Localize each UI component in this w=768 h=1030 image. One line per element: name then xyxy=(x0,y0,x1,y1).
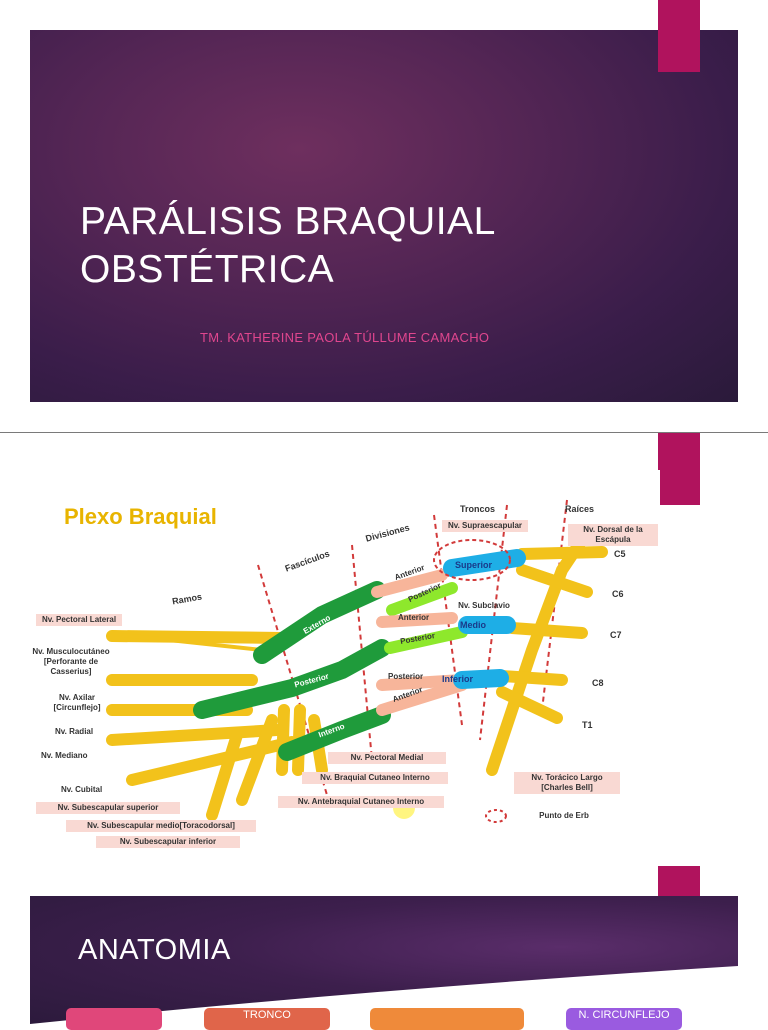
nerve-subescapular-inferior: Nv. Subescapular inferior xyxy=(96,836,240,848)
nerve-supraescapular: Nv. Supraescapular xyxy=(442,520,528,532)
trunk-medio: Medio xyxy=(460,620,486,630)
slide-title: ANATOMIA xyxy=(78,934,231,966)
root-c8: C8 xyxy=(592,678,604,688)
root-c6: C6 xyxy=(612,589,624,599)
smartart-box-3[interactable] xyxy=(370,1008,524,1030)
slide-wave xyxy=(30,966,738,1024)
nerve-antebraquial-cutaneo: Nv. Antebraquial Cutaneo Interno xyxy=(278,796,444,808)
slide-title: PARÁLISIS BRAQUIAL OBSTÉTRICA xyxy=(80,198,496,294)
nerve-pectoral-lateral: Nv. Pectoral Lateral xyxy=(36,614,122,626)
trunk-superior: Superior xyxy=(455,560,493,570)
nerve-braquial-cutaneo: Nv. Braquial Cutaneo Interno xyxy=(302,772,448,784)
plexus-diagram-slide: Plexo Braquial Troncos Raíces Divisiones… xyxy=(22,470,660,850)
division-posterior-3: Posterior xyxy=(388,672,424,681)
title-slide: PARÁLISIS BRAQUIAL OBSTÉTRICA TM. KATHER… xyxy=(30,30,738,402)
nerve-dorsal-escapula: Nv. Dorsal de la Escápula xyxy=(568,524,658,546)
diagram-title: Plexo Braquial xyxy=(64,504,217,529)
nerve-toracico-largo: Nv. Torácico Largo [Charles Bell] xyxy=(514,772,620,794)
root-c5: C5 xyxy=(614,549,626,559)
slide-author: TM. KATHERINE PAOLA TÚLLUME CAMACHO xyxy=(200,330,490,345)
nerve-cubital: Nv. Cubital xyxy=(61,785,103,794)
header-raices: Raíces xyxy=(565,504,595,514)
nerve-mediano: Nv. Mediano xyxy=(41,751,88,760)
accent-tab xyxy=(658,0,700,72)
slide-divider xyxy=(0,432,768,433)
nerve-subescapular-medio: Nv. Subescapular medio[Toracodorsal] xyxy=(66,820,256,832)
smartart-box-tronco[interactable]: TRONCO xyxy=(204,1008,330,1030)
nerve-axilar: Nv. Axilar [Circunflejo] xyxy=(53,693,101,712)
smartart-box-1[interactable] xyxy=(66,1008,162,1030)
erb-point-legend: Punto de Erb xyxy=(539,811,589,820)
trunk-inferior: Inferior xyxy=(442,674,474,684)
nerve-subclavio: Nv. Subclavio xyxy=(458,601,510,610)
nerve-pectoral-medial: Nv. Pectoral Medial xyxy=(328,752,446,764)
anatomy-slide: ANATOMIA xyxy=(30,896,738,1024)
title-line-1: PARÁLISIS BRAQUIAL xyxy=(80,200,496,243)
root-c7: C7 xyxy=(610,630,622,640)
root-t1: T1 xyxy=(582,720,593,730)
smartart-box-circunflejo[interactable]: N. CIRCUNFLEJO xyxy=(566,1008,682,1030)
nerve-musculocutaneo: Nv. Musculocutáneo [Perforante de Casser… xyxy=(32,647,110,676)
accent-tab xyxy=(658,433,700,505)
division-anterior-2: Anterior xyxy=(398,613,430,622)
nerve-subescapular-superior: Nv. Subescapular superior xyxy=(36,802,180,814)
header-troncos: Troncos xyxy=(460,504,496,514)
nerve-radial: Nv. Radial xyxy=(55,727,94,736)
plexus-diagram xyxy=(106,499,608,823)
title-line-2: OBSTÉTRICA xyxy=(80,248,335,291)
